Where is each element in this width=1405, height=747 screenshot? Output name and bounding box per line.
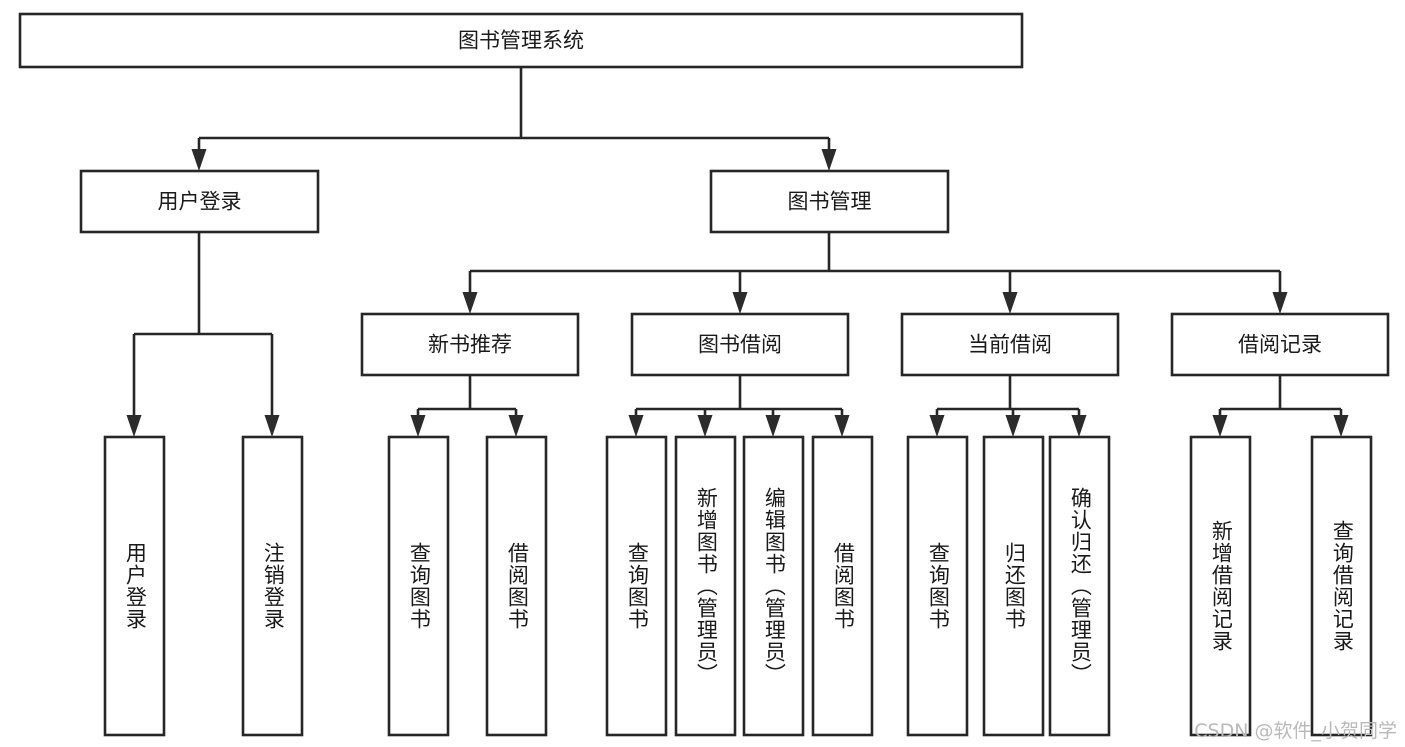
arrow-head-icon [1002, 292, 1018, 314]
arrow-head-icon [410, 415, 426, 437]
leaf-node-box-2[interactable] [387, 435, 450, 737]
arrow-head-icon [765, 415, 781, 437]
arrow-head-icon [126, 415, 142, 437]
leaf-node-box-8[interactable] [906, 435, 969, 737]
level2-node-label-1: 图书管理 [788, 190, 872, 214]
leaf-node-box-1[interactable] [241, 435, 304, 737]
connectors-layer [126, 67, 1349, 437]
leaf-node-box-4[interactable] [605, 435, 668, 737]
connector-group-newbook-to-leaves [410, 375, 524, 437]
level3-node-box-1[interactable] [630, 312, 850, 377]
arrow-head-icon [1005, 415, 1021, 437]
leaf-node-box-3[interactable] [485, 435, 548, 737]
level3-node-box-2[interactable] [900, 312, 1120, 377]
leaf-node-box-6[interactable] [742, 435, 805, 737]
arrow-head-icon [1212, 415, 1228, 437]
leaf-node-box-11[interactable] [1189, 435, 1252, 737]
watermark: CSDN @软件_小贺同学 [1194, 720, 1397, 742]
arrow-head-icon [697, 415, 713, 437]
leaf-node-box-0[interactable] [103, 435, 166, 737]
level3-node-label-1: 图书借阅 [698, 333, 782, 357]
level3-node-label-3: 借阅记录 [1238, 333, 1322, 357]
connector-group-root-to-level2 [191, 67, 837, 171]
arrow-head-icon [191, 149, 207, 171]
leaf-node-box-5[interactable] [674, 435, 737, 737]
arrow-head-icon [1272, 292, 1288, 314]
arrow-head-icon [462, 292, 478, 314]
arrow-head-icon [508, 415, 524, 437]
level3-node-label-0: 新书推荐 [428, 333, 512, 357]
arrow-head-icon [1333, 415, 1349, 437]
connector-group-bookmgmt-to-level3 [462, 232, 1288, 314]
arrow-head-icon [834, 415, 850, 437]
level3-node-label-2: 当前借阅 [968, 333, 1052, 357]
arrow-head-icon [821, 149, 837, 171]
leaf-node-box-12[interactable] [1310, 435, 1373, 737]
level2-node-label-0: 用户登录 [158, 190, 242, 214]
level3-node-box-3[interactable] [1170, 312, 1390, 377]
arrow-head-icon [929, 415, 945, 437]
connector-group-record-to-leaves [1212, 375, 1349, 437]
leaf-node-box-10[interactable] [1048, 435, 1111, 737]
level3-node-box-0[interactable] [360, 312, 580, 377]
leaf-node-box-9[interactable] [982, 435, 1045, 737]
level2-node-box-0[interactable] [79, 169, 320, 234]
connector-group-userlogin-to-leaves [126, 232, 280, 437]
root-node-box-0[interactable] [18, 12, 1024, 69]
connector-group-current-to-leaves [929, 375, 1087, 437]
arrow-head-icon [264, 415, 280, 437]
connector-group-borrow-to-leaves [628, 375, 850, 437]
leaf-node-box-7[interactable] [811, 435, 874, 737]
arrow-head-icon [628, 415, 644, 437]
level2-node-box-1[interactable] [709, 169, 950, 234]
boxes-layer [18, 12, 1390, 737]
root-node-label-0: 图书管理系统 [458, 29, 584, 53]
arrow-head-icon [732, 292, 748, 314]
arrow-head-icon [1071, 415, 1087, 437]
